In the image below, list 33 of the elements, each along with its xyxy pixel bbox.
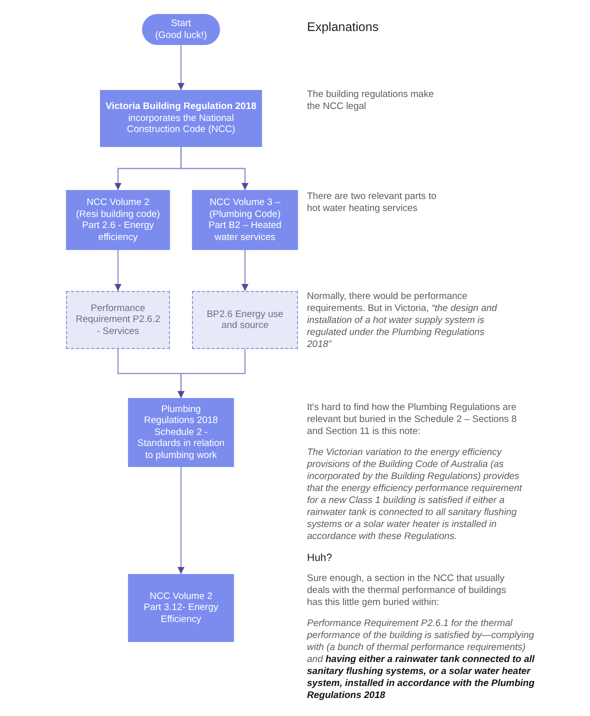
box-label: incorporates the National Construction Code (NCC) — [126, 112, 236, 136]
process-box — [66, 190, 170, 250]
box-heading: Victoria Building Regulation 2018 — [106, 101, 256, 113]
box-label: Start — [170, 18, 192, 30]
explanation-text: Sure enough, a section in the NCC that usually deals with the thermal performance of buildings has this little gem buried within: — [307, 573, 508, 609]
start-terminal — [142, 14, 220, 45]
dashed-process-box — [192, 291, 298, 349]
box-label: NCC Volume 2 (Resi building code) Part 2.6 - Energy efficiency — [75, 197, 161, 243]
box-label: NCC Volume 3 – (Plumbing Code) Part B2 – Heated water services — [208, 197, 282, 243]
process-box — [128, 398, 234, 467]
connector-arrow — [114, 250, 122, 291]
connector-arrow — [177, 467, 185, 574]
connector-arrow — [177, 349, 246, 398]
section-heading: Huh? — [307, 552, 334, 564]
explanation-text: The building regulations make the NCC legal — [307, 89, 435, 113]
explanation-text: Normally, there would be performance requirements. But in Victoria, “the design and installation of a hot water supply system is regulated under the Plumbing Regulations 2018” — [307, 291, 498, 351]
connector-arrow — [180, 147, 249, 190]
box-label: Performance Requirement P2.6.2 - Services — [74, 302, 162, 338]
quoted-regulation-text: The Victorian variation to the energy efficiency provisions of the Building Code of Australia (as incorporated by the Building Regulations) provides that the energy efficiency performance requirement for a new Class 1 building is satisfied if either a rainwater tank is connected to all sanitary flushing systems or a solar water heater is installed in accordance with these Regulations. — [307, 447, 524, 543]
quoted-requirement-text: Performance Requirement P2.6.1 for the thermal performance of the building is satisfied by—complying with (a bunch of thermal performance requirements) and having either a rainwater tank connected to all sanitary flushing systems, or a solar water heater system, installed in accordance with the Plumbing Regulations 2018 — [307, 618, 536, 702]
column-heading: Explanations — [307, 20, 380, 35]
dashed-process-box — [66, 291, 170, 349]
box-label: BP2.6 Energy use and source — [206, 308, 284, 332]
process-box — [128, 574, 234, 642]
box-label: NCC Volume 2 Part 3.12- Energy Efficiency — [142, 590, 220, 626]
connector-arrow — [177, 45, 185, 90]
connector-arrow — [241, 250, 249, 291]
explanation-text: There are two relevant parts to hot water heating services — [307, 191, 438, 215]
box-label: Plumbing Regulations 2018 Schedule 2 - Standards in relation to plumbing work — [136, 404, 226, 462]
process-box — [100, 90, 262, 147]
process-box — [192, 190, 298, 250]
explanation-text: It's hard to find how the Plumbing Regulations are relevant but buried in the Schedule 2 – Sections 8 and Section 11 is this note: — [307, 402, 518, 438]
box-label: (Good luck!) — [155, 30, 207, 41]
